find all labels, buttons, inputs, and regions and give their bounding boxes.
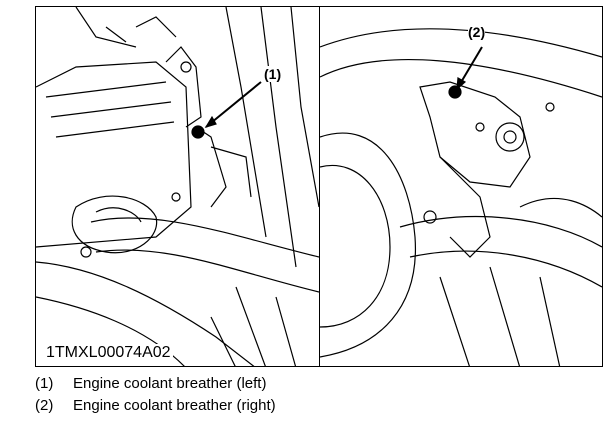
right-view-panel: (2) bbox=[320, 7, 602, 366]
legend-text: Engine coolant breather (right) bbox=[73, 397, 276, 414]
legend-item-1: (1) Engine coolant breather (left) bbox=[35, 375, 266, 392]
figure-id: 1TMXL00074A02 bbox=[44, 344, 173, 362]
callout-1: (1) bbox=[264, 66, 282, 82]
left-engine-drawing bbox=[36, 7, 319, 366]
right-engine-drawing bbox=[320, 28, 602, 366]
callout-2: (2) bbox=[468, 24, 486, 40]
legend-item-2: (2) Engine coolant breather (right) bbox=[35, 397, 276, 414]
left-view-panel: (1) 1TMXL00074A02 bbox=[36, 7, 320, 366]
illustration-figure: (1) 1TMXL00074A02 (2) bbox=[35, 6, 603, 367]
legend-text: Engine coolant breather (left) bbox=[73, 375, 267, 392]
legend-number: (2) bbox=[35, 397, 54, 414]
legend-number: (1) bbox=[35, 375, 54, 392]
